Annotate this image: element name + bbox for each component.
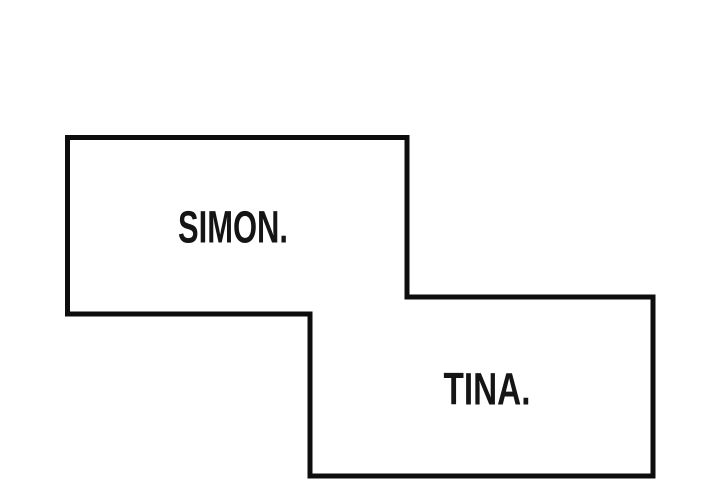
panel-step-outline [65,135,656,479]
simon-panel-label: SIMON. [178,202,288,253]
tina-panel-label: TINA. [444,364,531,415]
